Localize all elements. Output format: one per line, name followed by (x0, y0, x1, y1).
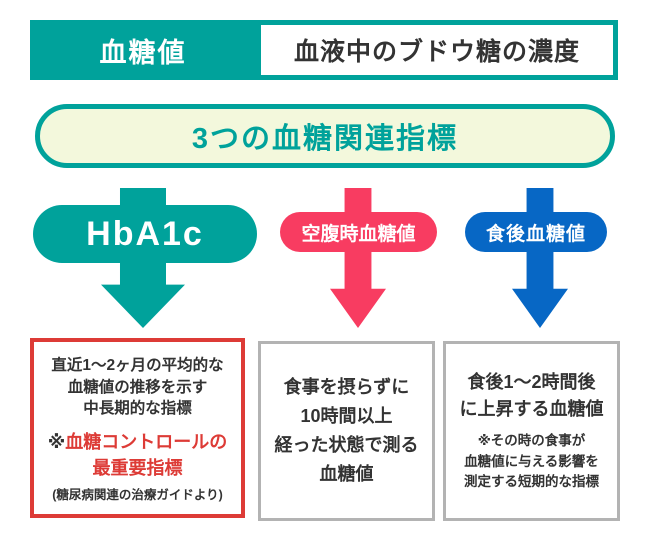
postmeal-note-line: ※その時の食事が (477, 432, 586, 448)
header: 血糖値 血液中のブドウ糖の濃度 (30, 20, 618, 80)
fasting-desc-line: 10時間以上 (300, 405, 393, 426)
definition-label: 血液中のブドウ糖の濃度 (293, 38, 580, 66)
pill-hba1c-label: HbA1c (86, 214, 204, 253)
pill-fasting-label: 空腹時血糖値 (301, 223, 416, 245)
postmeal-note-line: 測定する短期的な指標 (464, 474, 599, 490)
description-box-fasting: 食事を摂らずに 10時間以上 経った状態で測る 血糖値 (258, 341, 435, 521)
asterisk-mark: ※ (47, 432, 66, 453)
hba1c-emphasis-line: ※血糖コントロールの (34, 429, 241, 455)
banner-title: 3つの血糖関連指標 (191, 123, 459, 155)
down-arrow-icon-fasting (330, 188, 386, 328)
down-arrow-icon-postmeal (512, 188, 568, 328)
hba1c-emphasis: ※血糖コントロールの 最重要指標 (34, 429, 241, 481)
term-box: 血糖値 (30, 20, 256, 80)
definition-box: 血液中のブドウ糖の濃度 (256, 20, 618, 80)
pill-fasting-glucose: 空腹時血糖値 (280, 212, 437, 252)
postmeal-note: ※その時の食事が 血糖値に与える影響を 測定する短期的な指標 (446, 431, 617, 494)
hba1c-emphasis-line: 最重要指標 (92, 458, 183, 479)
pill-postmeal-glucose: 食後血糖値 (465, 212, 607, 252)
hba1c-desc-line: 血糖値の推移を示す (67, 378, 208, 396)
pill-hba1c: HbA1c (33, 205, 257, 263)
fasting-desc-line: 血糖値 (319, 464, 374, 485)
description-box-hba1c: 直近1〜2ヶ月の平均的な 血糖値の推移を示す 中長期的な指標 ※血糖コントロール… (30, 338, 245, 518)
banner: 3つの血糖関連指標 (35, 104, 615, 168)
postmeal-note-line: 血糖値に与える影響を (464, 453, 599, 469)
postmeal-desc-line: に上昇する血糖値 (459, 398, 604, 419)
hba1c-source: (糖尿病関連の治療ガイドより) (52, 488, 223, 503)
hba1c-desc-line: 直近1〜2ヶ月の平均的な (51, 357, 224, 374)
fasting-desc-line: 経った状態で測る (274, 435, 419, 455)
hba1c-emphasis-text: 血糖コントロールの (65, 432, 228, 453)
term-label: 血糖値 (99, 37, 187, 68)
fasting-desc-line: 食事を摂らずに (283, 376, 410, 397)
pill-postmeal-label: 食後血糖値 (485, 223, 586, 245)
postmeal-desc-line: 食後1〜2時間後 (467, 371, 596, 392)
hba1c-desc-line: 中長期的な指標 (83, 400, 192, 418)
description-box-postmeal: 食後1〜2時間後 に上昇する血糖値 ※その時の食事が 血糖値に与える影響を 測定… (443, 341, 620, 521)
